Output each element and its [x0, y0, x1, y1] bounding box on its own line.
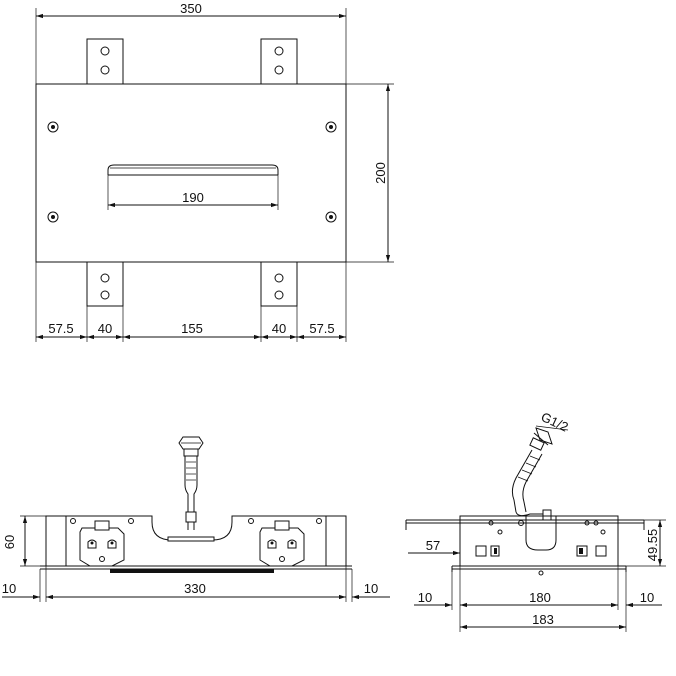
side-right-offset-label: 10: [640, 590, 654, 605]
front-width-label: 330: [184, 581, 206, 596]
dim-right-bracket: 40: [272, 321, 286, 336]
front-base-bar: [110, 569, 274, 573]
front-view: 60 330 10 10: [2, 436, 390, 602]
side-depth-label: 57: [426, 538, 440, 553]
side-valve-cavity: [525, 516, 557, 551]
top-width-label: 350: [180, 1, 202, 16]
side-view: G1/2 57: [405, 409, 666, 632]
top-view: 350 190: [35, 1, 394, 342]
top-bracket-right-upper: [260, 38, 298, 85]
front-right-offset-label: 10: [364, 581, 378, 596]
front-supply-hose: [178, 436, 204, 530]
dim-center-span: 155: [181, 321, 203, 336]
main-plate: [35, 83, 347, 263]
dim-right-margin: 57.5: [309, 321, 334, 336]
front-height-label: 60: [2, 535, 17, 549]
side-bracket-right: [576, 529, 607, 557]
front-bracket-left: [79, 520, 125, 567]
top-bracket-left-lower: [86, 261, 124, 307]
dim-left-bracket: 40: [98, 321, 112, 336]
side-left-offset-label: 10: [418, 590, 432, 605]
slot-width-label: 190: [182, 190, 204, 205]
front-left-offset-label: 10: [2, 581, 16, 596]
top-height-label: 200: [373, 162, 388, 184]
top-bracket-right-lower: [260, 261, 298, 307]
front-bracket-right: [259, 520, 305, 567]
side-supply-hose: [511, 427, 553, 521]
top-bracket-left-upper: [86, 38, 124, 85]
side-bracket-left: [475, 529, 503, 557]
spout-slot: [107, 164, 279, 210]
side-inner-width-label: 180: [529, 590, 551, 605]
dim-left-margin: 57.5: [48, 321, 73, 336]
side-height-label: 49.55: [645, 529, 660, 562]
side-overall-width-label: 183: [532, 612, 554, 627]
plate-screws: [47, 121, 337, 223]
